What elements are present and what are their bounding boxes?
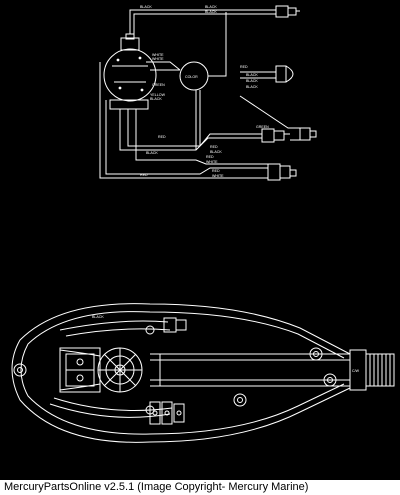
motor-housing: BLACK C/W <box>11 303 395 443</box>
wire-label: WHITE <box>212 174 224 178</box>
screw <box>309 347 323 361</box>
wire-label: WHITE <box>206 160 218 164</box>
housing-label-top: BLACK <box>92 315 104 319</box>
wire-label: RED <box>212 169 220 173</box>
wire-label: BLACK <box>246 73 258 77</box>
wire-label: BLACK <box>205 10 217 14</box>
wiring-diagram: COLOR BLACK <box>11 5 395 443</box>
wire-label: BLACK <box>150 97 162 101</box>
housing-outline <box>11 303 351 443</box>
wire-label: WHITE <box>152 53 164 57</box>
wire-label: RED <box>158 135 166 139</box>
connector-middle-right <box>299 127 311 141</box>
wire-label: WHITE <box>152 57 164 61</box>
housing-connector-lower <box>149 401 161 425</box>
housing-connector-upper <box>163 317 177 333</box>
wire-label: RED <box>210 145 218 149</box>
wire-label: BLACK <box>140 5 152 9</box>
wire-label: RED <box>140 173 148 177</box>
wire-label: BLACK <box>205 5 217 9</box>
wiring-schematic: COLOR BLACK <box>99 5 317 181</box>
wire-label: BLACK <box>146 151 158 155</box>
wire-label: BLACK <box>210 150 222 154</box>
nose-screw <box>13 363 27 377</box>
housing-label-end: C/W <box>352 369 360 373</box>
connector-bottom <box>267 163 281 181</box>
screw <box>233 393 247 407</box>
wire-label: GREEN <box>152 83 165 87</box>
motor-body <box>103 48 157 102</box>
wire-label: RED <box>206 155 214 159</box>
wire-label: BLACK <box>246 79 258 83</box>
diagram-viewer: COLOR BLACK <box>0 0 400 480</box>
wire-label: GREEN <box>256 125 269 129</box>
motor-terminal-top <box>120 37 140 51</box>
connector-right-plug <box>275 65 287 83</box>
screw <box>323 373 337 387</box>
wire-label: BLACK <box>246 85 258 89</box>
connector-top-right <box>275 5 289 18</box>
wire-label: YELLOW <box>150 93 166 97</box>
motor-terminal-bottom <box>109 99 149 110</box>
wire-label: RED <box>240 65 248 69</box>
image-caption: MercuryPartsOnline v2.5.1 (Image Copyrig… <box>4 481 309 493</box>
coil-label: COLOR <box>185 75 198 79</box>
connector-middle-left <box>261 128 275 143</box>
splined-shaft <box>365 353 395 387</box>
